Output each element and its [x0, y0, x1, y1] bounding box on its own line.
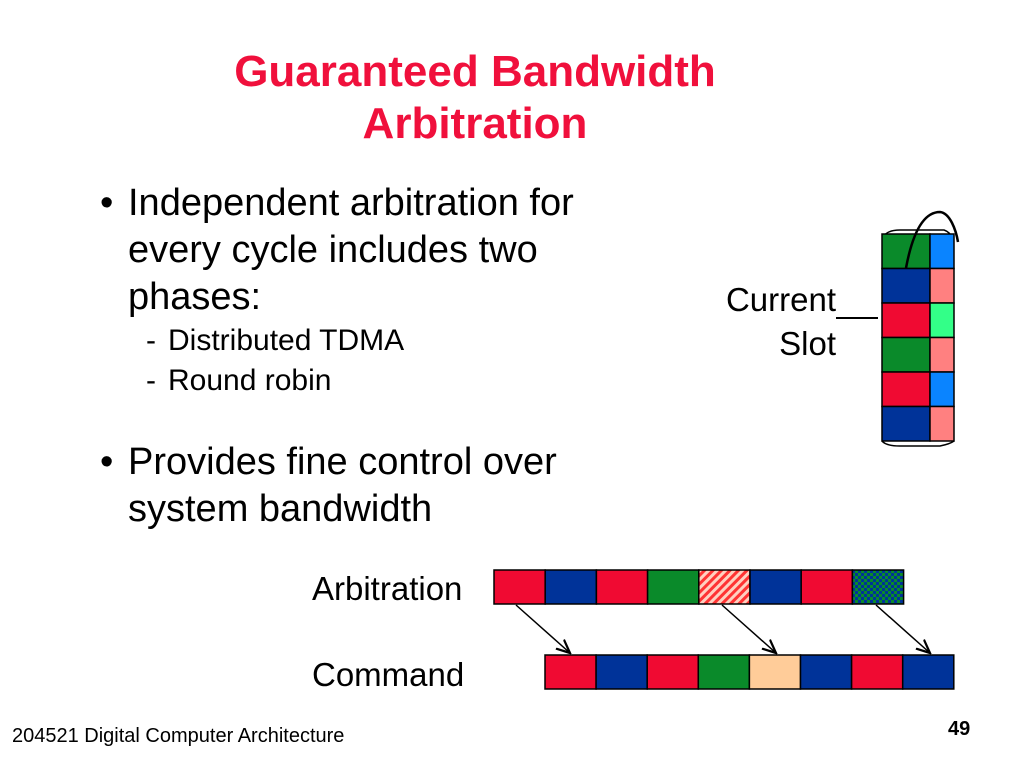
sub-bullet-dash: - — [146, 324, 156, 357]
sub-bullet-text: Round robin — [168, 364, 332, 397]
arbitration-slot-row — [493, 569, 905, 605]
footer-course-name: 204521 Digital Computer Architecture — [12, 725, 345, 747]
sub-bullet-item: - Distributed TDMA — [100, 321, 690, 361]
command-slot — [697, 654, 751, 690]
bullet-text-line: Provides fine control over — [128, 441, 557, 483]
slot-wheel — [881, 229, 955, 447]
wheel-side-slot — [929, 336, 955, 373]
command-slot — [646, 654, 700, 690]
bullet-dot: • — [100, 182, 114, 224]
wheel-side-slot — [929, 302, 955, 339]
bullet-text-line: phases: — [128, 276, 262, 318]
arbitration-slot — [595, 569, 649, 605]
command-slot — [595, 654, 648, 690]
arbitration-slot — [493, 569, 546, 605]
command-label: Command — [312, 656, 465, 693]
arbitration-slot — [698, 569, 751, 605]
bullet-text-line: system bandwidth — [128, 488, 433, 530]
command-slot — [799, 654, 853, 690]
current-slot-label: Current Slot — [704, 278, 836, 366]
wheel-side-slot — [929, 267, 955, 304]
wheel-front-slot — [881, 405, 931, 442]
wheel-side-slot — [929, 233, 955, 270]
command-slot — [850, 654, 904, 690]
title-line-2: Arbitration — [362, 99, 588, 148]
transfer-arrow — [515, 604, 570, 653]
arbitration-slot — [749, 569, 802, 605]
sub-bullet-dash: - — [146, 364, 156, 397]
command-slot — [901, 654, 955, 690]
bullet-item: • Provides fine control over system band… — [100, 439, 690, 533]
sub-bullet-text: Distributed TDMA — [168, 324, 405, 357]
transfer-arrow — [875, 604, 930, 653]
bullet-item: • Independent arbitration for every cycl… — [100, 180, 690, 321]
arbitration-label: Arbitration — [312, 570, 463, 607]
slide-title: Guaranteed Bandwidth Arbitration — [150, 46, 800, 150]
wheel-bottom-edge — [881, 440, 955, 447]
command-slot — [544, 654, 597, 690]
transfer-arrow — [721, 604, 776, 653]
arbitration-slot — [851, 569, 905, 605]
arbitration-slot — [646, 569, 700, 605]
current-slot-label-line-2: Slot — [779, 325, 836, 362]
sub-bullet-item: - Round robin — [100, 361, 690, 401]
arbitration-slot — [800, 569, 854, 605]
wheel-front-slot — [881, 336, 931, 373]
arbitration-slot — [544, 569, 598, 605]
command-slot-row — [544, 654, 955, 690]
bullet-list: • Independent arbitration for every cycl… — [100, 180, 690, 533]
command-slot — [748, 654, 802, 690]
title-line-1: Guaranteed Bandwidth — [234, 47, 716, 96]
current-slot-label-line-1: Current — [725, 281, 836, 318]
rotation-arrow-icon — [904, 210, 960, 269]
bullet-dot: • — [100, 441, 114, 483]
wheel-front-slot — [881, 371, 931, 408]
wheel-side-slot — [929, 405, 955, 442]
bullet-text-line: Independent arbitration for — [128, 182, 574, 224]
wheel-front-slot — [881, 302, 931, 339]
page-number: 49 — [948, 718, 971, 740]
wheel-side-slot — [929, 371, 955, 408]
bullet-text-line: every cycle includes two — [128, 229, 538, 271]
wheel-front-slot — [881, 267, 931, 304]
